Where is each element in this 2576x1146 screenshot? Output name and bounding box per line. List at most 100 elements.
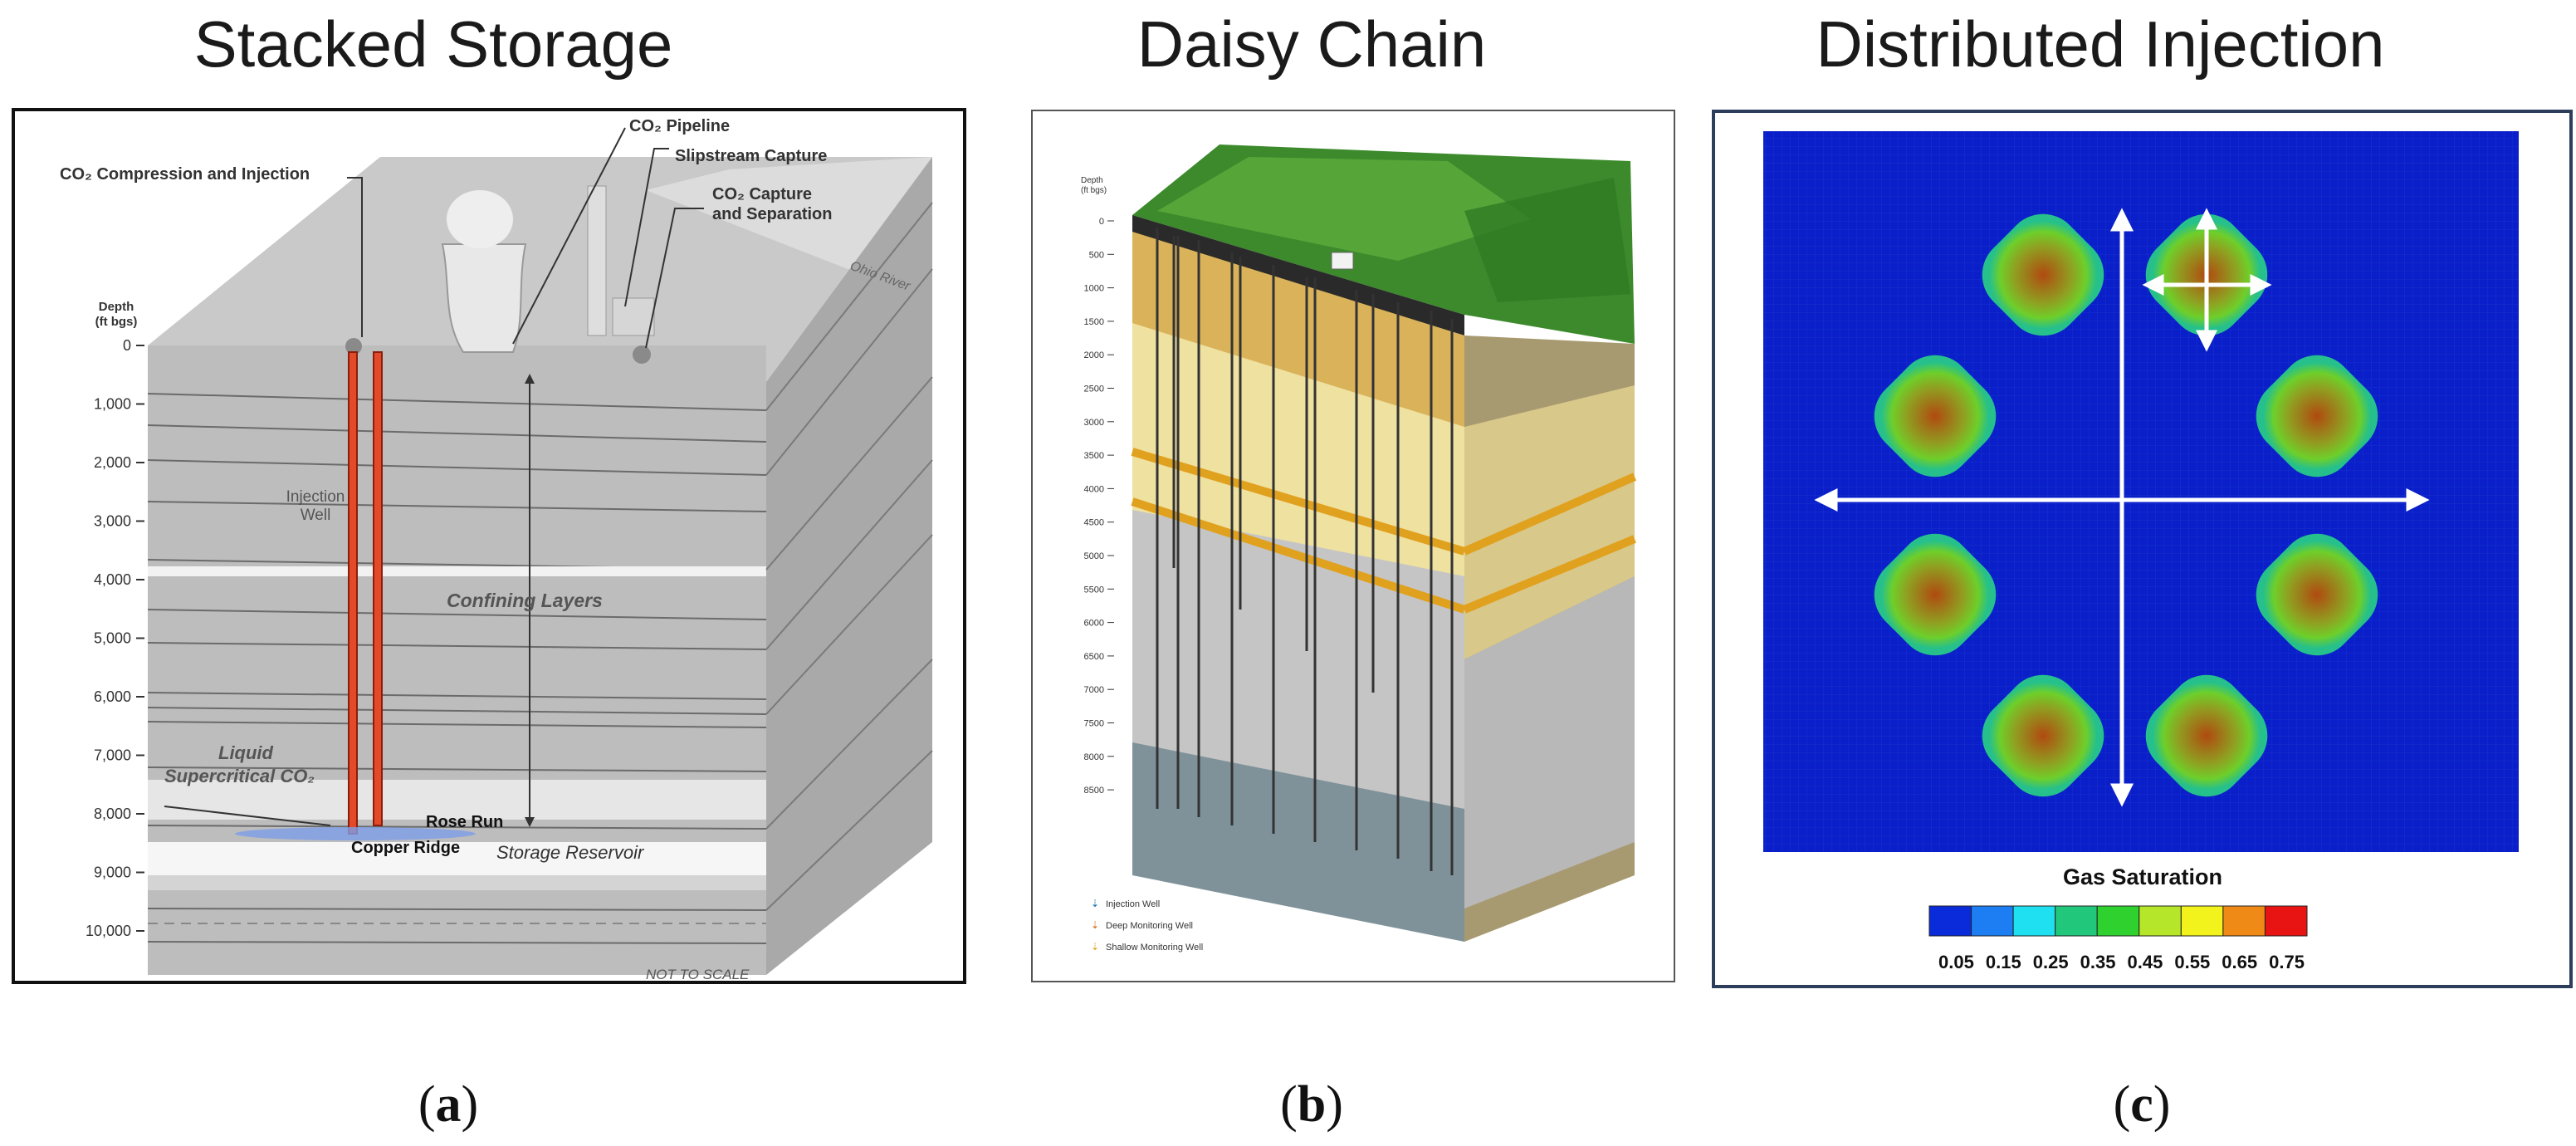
caption-b: (b): [1280, 1076, 1343, 1133]
a-depth-tick: 8,000: [94, 806, 131, 822]
white-layer: [148, 566, 766, 576]
a-depth-tick: 5,000: [94, 630, 131, 647]
label-supercritical: Supercritical CO₂: [164, 766, 315, 786]
colorbar-swatch: [2096, 905, 2140, 937]
colorbar-tick: 0.75: [2269, 952, 2305, 972]
plume-5: [1874, 533, 1997, 656]
b-depth-tick: 6500: [1084, 652, 1104, 662]
b-legend: ⇣ Injection Well ⇣ Deep Monitoring Well …: [1091, 898, 1203, 953]
direction-arrows: [1814, 208, 2430, 807]
plume-1: [1982, 213, 2104, 336]
colorbar-swatch: [1928, 905, 1972, 937]
injection-head: [345, 338, 362, 355]
b-depth-header: Depth: [1081, 176, 1103, 185]
reservoir-layer: [148, 842, 766, 875]
a-depth-tick: 6,000: [94, 688, 131, 705]
b-depth-tick: 1000: [1084, 284, 1104, 294]
a-depth-tick: 4,000: [94, 571, 131, 588]
right-strata-lines: [765, 202, 933, 911]
colorbar-swatch: [2180, 905, 2224, 937]
block-right-face: [766, 157, 932, 975]
colorbar-tick: 0.05: [1938, 952, 1974, 972]
colorbar-swatch: [2222, 905, 2266, 937]
colorbar-tick: 0.15: [1986, 952, 2021, 972]
b-depth-tick: 4000: [1084, 484, 1104, 494]
legend-injection: Injection Well: [1106, 899, 1160, 909]
a-depth-tick: 1,000: [94, 396, 131, 413]
label-capture-2: and Separation: [712, 205, 832, 223]
a-depth-tick: 2,000: [94, 454, 131, 471]
label-rose-run: Rose Run: [426, 813, 503, 831]
depth-axis: Depth (ft bgs) 01,0002,0003,0004,0005,00…: [86, 300, 144, 939]
colorbar-swatch: [2264, 905, 2308, 937]
plume-8: [2145, 674, 2268, 797]
a-depth-tick: 7,000: [94, 747, 131, 764]
legend-shallow-icon: ⇣: [1091, 941, 1099, 953]
b-depth-tick: 7000: [1084, 685, 1104, 695]
depth-header: Depth: [99, 300, 134, 314]
b-depth-tick: 5000: [1084, 551, 1104, 561]
colorbar-swatch: [2139, 905, 2182, 937]
b-depth-axis: 0500100015002000250030003500400045005000…: [1084, 217, 1114, 796]
a-depth-tick: 10,000: [86, 923, 131, 939]
colorbar-swatch: [2012, 905, 2056, 937]
label-injection-well-2: Well: [301, 507, 331, 524]
label-liquid: Liquid: [218, 742, 274, 763]
b-depth-tick: 8500: [1084, 786, 1104, 796]
label-pipeline: CO₂ Pipeline: [629, 117, 730, 135]
panel-b-title: Daisy Chain: [1136, 7, 1487, 81]
basement: [1132, 742, 1464, 942]
colorbar-tick: 0.65: [2222, 952, 2257, 972]
label-capture-1: CO₂ Capture: [712, 185, 812, 203]
b-depth-tick: 1500: [1084, 317, 1104, 327]
b-depth-tick: 5500: [1084, 585, 1104, 595]
b-depth-tick: 500: [1089, 250, 1104, 260]
terrain-edge: [1132, 215, 1464, 335]
plume-3: [1874, 355, 1997, 478]
colorbar: [1928, 905, 2308, 937]
separation-unit: [633, 345, 651, 364]
b-depth-tick: 2000: [1084, 350, 1104, 360]
b-depth-tick: 8000: [1084, 752, 1104, 762]
daisy-chain-diagram: Depth (ft bgs) 0500100015002000250030003…: [1081, 144, 1637, 953]
b-depth-tick: 3500: [1084, 451, 1104, 461]
label-not-to-scale: NOT TO SCALE: [646, 967, 750, 981]
legend-injection-icon: ⇣: [1091, 898, 1099, 909]
wells: [1156, 228, 1454, 875]
b-depth-tick: 2500: [1084, 384, 1104, 394]
label-compression: CO₂ Compression and Injection: [60, 165, 310, 184]
colorbar-tick: 0.55: [2174, 952, 2210, 972]
plume-6: [2256, 533, 2378, 656]
co2-plume: [235, 827, 476, 840]
b-depth-tick: 0: [1099, 217, 1104, 227]
label-copper-ridge: Copper Ridge: [351, 839, 460, 857]
steam-plume: [447, 190, 513, 248]
a-depth-tick: 3,000: [94, 513, 131, 530]
colorbar-tick: 0.35: [2080, 952, 2116, 972]
colorbar-swatch: [2055, 905, 2098, 937]
caption-c: (c): [2113, 1076, 2171, 1133]
depth-units: (ft bgs): [95, 315, 138, 329]
b-depth-tick: 3000: [1084, 418, 1104, 428]
stacked-storage-diagram: Depth (ft bgs) 01,0002,0003,0004,0005,00…: [60, 117, 933, 982]
plume-4: [2256, 355, 2378, 478]
light-layer: [148, 780, 766, 820]
stack: [587, 185, 607, 336]
capture-building: [612, 297, 655, 336]
colorbar-title: Gas Saturation: [2063, 864, 2222, 889]
plume-7: [1982, 674, 2104, 797]
legend-deep: Deep Monitoring Well: [1106, 921, 1193, 931]
colorbar-tick: 0.25: [2033, 952, 2069, 972]
b-depth-tick: 7500: [1084, 719, 1104, 729]
label-storage-reservoir: Storage Reservoir: [496, 842, 645, 863]
copper-ridge-layer: [148, 875, 766, 890]
label-confining: Confining Layers: [447, 590, 603, 611]
caption-a: (a): [418, 1076, 479, 1133]
b-depth-tick: 6000: [1084, 619, 1104, 629]
leader-lines: [164, 127, 704, 826]
